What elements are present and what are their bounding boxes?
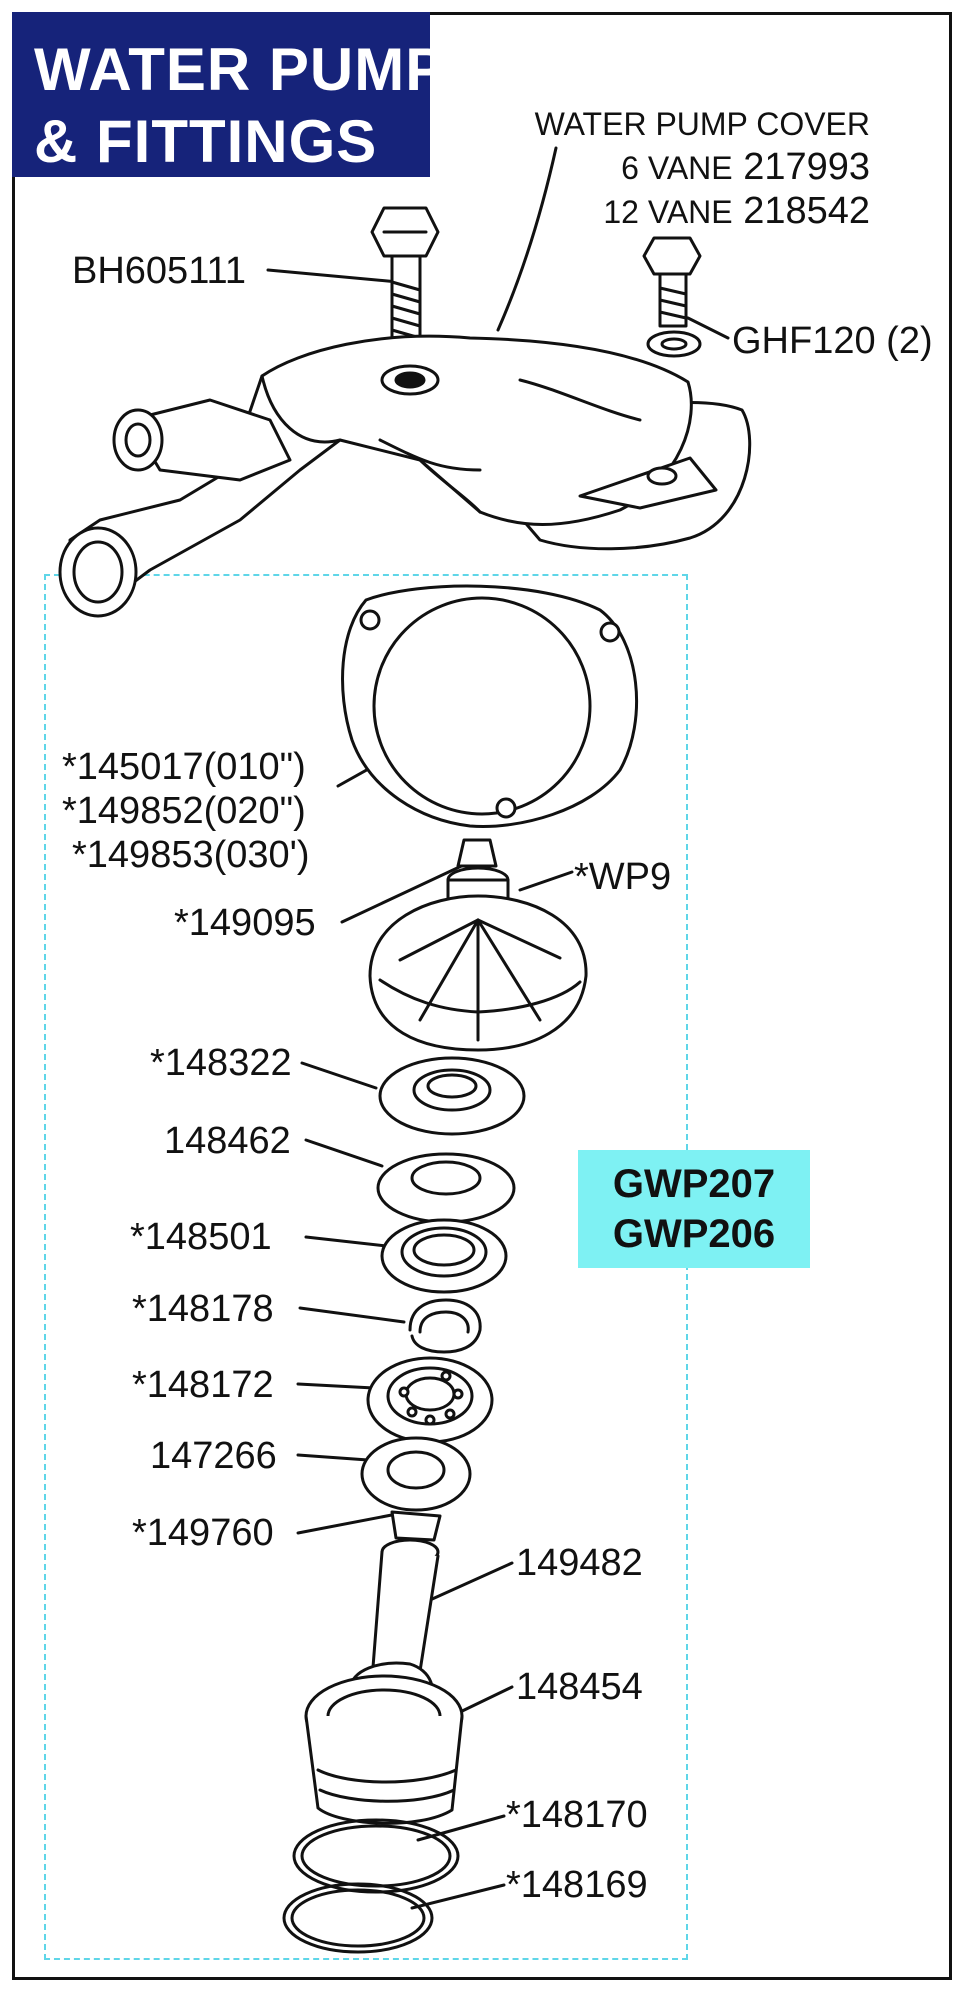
callout-148454: 148454 bbox=[516, 1666, 643, 1708]
gasket-icon bbox=[341, 584, 638, 828]
vane6-part: 217993 bbox=[743, 146, 870, 188]
kit-part-2: GWP206 bbox=[612, 1212, 776, 1256]
callout-148322: *148322 bbox=[150, 1042, 292, 1084]
title-line-1: WATER PUMP bbox=[34, 36, 447, 103]
callout-149760: *149760 bbox=[132, 1512, 274, 1554]
hex-bolt-icon bbox=[370, 206, 440, 346]
callout-148170: *148170 bbox=[506, 1794, 648, 1836]
callout-gasket-3: *149853(030') bbox=[72, 834, 310, 876]
o-ring-icon bbox=[282, 1882, 434, 1954]
callout-148501: *148501 bbox=[130, 1216, 272, 1258]
cover-label: WATER PUMP COVER bbox=[534, 106, 870, 142]
impeller-icon bbox=[368, 838, 588, 1052]
callout-148462: 148462 bbox=[164, 1120, 291, 1162]
callout-148178: *148178 bbox=[132, 1288, 274, 1330]
callout-149482: 149482 bbox=[516, 1542, 643, 1584]
pump-body-icon bbox=[304, 1674, 464, 1825]
seal-icon bbox=[360, 1436, 472, 1512]
bearing-icon bbox=[380, 1218, 508, 1294]
washer-icon bbox=[646, 330, 702, 358]
seal-icon bbox=[390, 1510, 442, 1542]
seal-icon bbox=[378, 1056, 526, 1136]
vane6-label: 6 VANE bbox=[621, 150, 733, 186]
callout-149095: *149095 bbox=[174, 902, 316, 944]
diagram-frame bbox=[12, 12, 952, 1980]
callout-bolt: BH605111 bbox=[72, 250, 246, 292]
leader-lines bbox=[266, 146, 730, 1910]
title-line-2: & FITTINGS bbox=[34, 108, 378, 175]
kit-part-1: GWP207 bbox=[612, 1162, 776, 1206]
kit-part-box: GWP207 GWP206 bbox=[578, 1150, 810, 1268]
cover-12-vane: 12 VANE 218542 bbox=[603, 192, 870, 230]
callout-148169: *148169 bbox=[506, 1864, 648, 1906]
pump-cover-icon bbox=[58, 334, 752, 618]
callout-gasket-2: *149852(020") bbox=[62, 790, 306, 832]
circlip-icon bbox=[408, 1298, 482, 1354]
cover-6-vane: 6 VANE 217993 bbox=[621, 148, 870, 186]
o-ring-icon bbox=[292, 1818, 460, 1894]
callout-gasket-1: *145017(010") bbox=[62, 746, 306, 788]
callout-148172: *148172 bbox=[132, 1364, 274, 1406]
callout-147266: 147266 bbox=[150, 1435, 277, 1477]
title-box: WATER PUMP & FITTINGS bbox=[12, 12, 445, 177]
vane12-label: 12 VANE bbox=[603, 194, 733, 230]
vane12-part: 218542 bbox=[743, 190, 870, 232]
hex-bolt-icon bbox=[642, 236, 702, 328]
bearing-icon bbox=[366, 1356, 494, 1444]
callout-washer: GHF120 (2) bbox=[732, 320, 933, 362]
seal-icon bbox=[376, 1152, 516, 1224]
callout-wp9: *WP9 bbox=[574, 856, 672, 898]
